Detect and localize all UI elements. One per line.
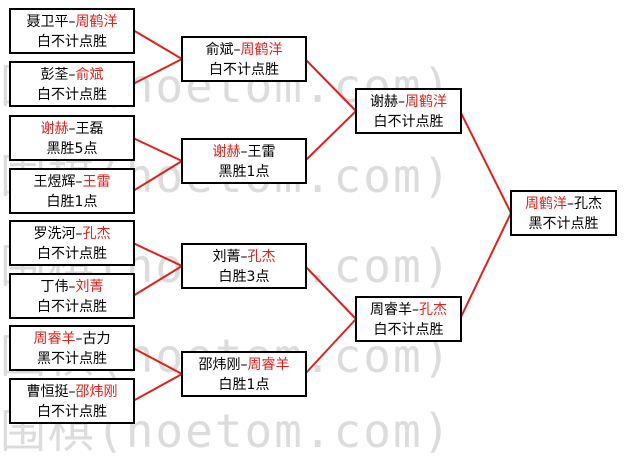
player-name: 周鹤洋 (240, 42, 283, 58)
match-players: 彭荃–俞斌 (40, 67, 104, 83)
bracket-connector (304, 265, 357, 375)
match-players: 谢赫–周鹤洋 (370, 94, 447, 110)
match-players: 俞斌–周鹤洋 (205, 42, 283, 58)
match-result: 黑不计点胜 (37, 351, 107, 367)
player-name: 孔杰 (574, 196, 602, 212)
match-players: 周睿羊–古力 (33, 331, 111, 347)
match-players: 丁伟–刘菁 (40, 279, 104, 295)
player-name: 邵炜刚 (198, 357, 241, 373)
match-players: 王煜辉–王雷 (33, 174, 111, 190)
match-box: 丁伟–刘菁 白不计点胜 (9, 273, 135, 319)
match-result: 白不计点胜 (373, 322, 444, 338)
match-result: 白胜1点 (218, 377, 270, 393)
match-players: 曹恒挺–邵炜刚 (26, 384, 118, 400)
match-box: 邵炜刚–周睿羊 白胜1点 (181, 351, 307, 397)
match-players: 聂卫平–周鹤洋 (26, 14, 118, 30)
bracket-connector (132, 347, 183, 402)
match-result: 白不计点胜 (37, 299, 107, 315)
match-result: 白胜1点 (46, 194, 98, 210)
match-players: 周鹤洋–孔杰 (525, 196, 602, 212)
player-name: 谢赫 (212, 144, 241, 160)
match-players: 谢赫–王雷 (212, 144, 276, 160)
player-name: 谢赫 (40, 121, 69, 137)
bracket-lines (132, 29, 512, 402)
match-result: 白不计点胜 (373, 114, 444, 130)
player-name: 俞斌 (205, 42, 234, 58)
bracket-connector (304, 58, 357, 162)
match-box: 谢赫–王雷 黑胜1点 (181, 138, 307, 184)
player-name: 丁伟 (40, 279, 69, 295)
player-name: 刘菁 (212, 249, 241, 265)
match-players: 谢赫–王磊 (40, 121, 104, 137)
player-name: 聂卫平 (26, 14, 69, 30)
match-box: 刘菁–孔杰 白胜3点 (181, 243, 307, 289)
player-name: 刘菁 (75, 279, 104, 295)
player-name: 孔杰 (247, 249, 276, 265)
match-box: 谢赫–周鹤洋 白不计点胜 (355, 88, 462, 134)
match-result: 白不计点胜 (37, 87, 107, 103)
player-name: 周睿羊 (370, 302, 412, 318)
player-name: 王雷 (247, 144, 276, 160)
player-name: 周睿羊 (33, 331, 76, 347)
match-result: 白胜3点 (218, 269, 270, 285)
match-players: 刘菁–孔杰 (212, 249, 276, 265)
player-name: 古力 (82, 331, 111, 347)
match-box: 曹恒挺–邵炜刚 白不计点胜 (9, 378, 135, 424)
bracket-connector (459, 110, 512, 320)
player-name: 周鹤洋 (75, 14, 118, 30)
player-name: 孔杰 (419, 302, 447, 318)
player-name: 周睿羊 (247, 357, 290, 373)
match-players: 罗洗河–孔杰 (33, 226, 111, 242)
match-result: 白不计点胜 (37, 34, 107, 50)
match-result: 白不计点胜 (37, 246, 107, 262)
match-box: 彭荃–俞斌 白不计点胜 (9, 61, 135, 107)
player-name: 孔杰 (82, 226, 111, 242)
match-box: 周睿羊–孔杰 白不计点胜 (355, 296, 462, 342)
bracket-connector (132, 29, 183, 85)
player-name: 王雷 (82, 174, 111, 190)
bracket-connector (132, 137, 183, 192)
player-name: 周鹤洋 (405, 94, 447, 110)
match-result: 白不计点胜 (37, 404, 107, 420)
match-box: 聂卫平–周鹤洋 白不计点胜 (9, 8, 135, 54)
match-box: 罗洗河–孔杰 白不计点胜 (9, 220, 135, 266)
player-name: 曹恒挺 (26, 384, 69, 400)
player-name: 谢赫 (370, 94, 398, 110)
player-name: 俞斌 (75, 67, 104, 83)
player-name: 彭荃 (40, 67, 69, 83)
bracket-connector (132, 242, 183, 297)
player-name: 王磊 (75, 121, 104, 137)
match-result: 黑胜1点 (218, 164, 270, 180)
player-name: 邵炜刚 (75, 384, 118, 400)
match-box: 周睿羊–古力 黑不计点胜 (9, 325, 135, 371)
match-players: 周睿羊–孔杰 (370, 302, 447, 318)
match-box: 谢赫–王磊 黑胜5点 (9, 115, 135, 161)
player-name: 周鹤洋 (525, 196, 567, 212)
final-match-box: 周鹤洋–孔杰 黑不计点胜 (510, 190, 617, 236)
match-box: 俞斌–周鹤洋 白不计点胜 (181, 36, 307, 82)
match-box: 王煜辉–王雷 白胜1点 (9, 168, 135, 214)
player-name: 王煜辉 (33, 174, 76, 190)
match-result: 黑胜5点 (46, 141, 98, 157)
match-players: 邵炜刚–周睿羊 (198, 357, 290, 373)
match-result: 黑不计点胜 (528, 216, 599, 232)
match-result: 白不计点胜 (209, 62, 279, 78)
player-name: 罗洗河 (33, 226, 76, 242)
